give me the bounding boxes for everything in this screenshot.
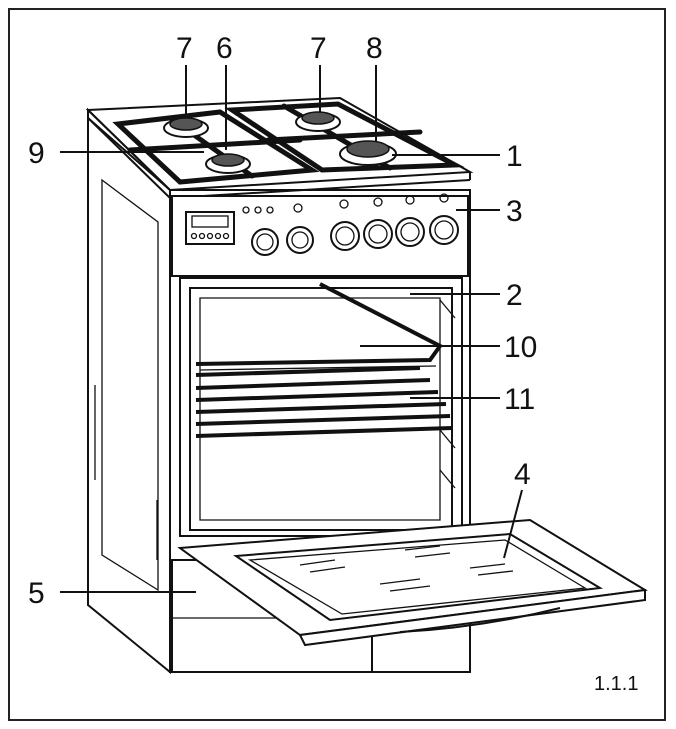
oven-cavity: [189, 287, 453, 531]
burner-semi-rapid-front-left: [205, 153, 251, 174]
callout-4: 4: [514, 458, 531, 491]
callout-2: 2: [506, 279, 523, 312]
glass-reflections: [299, 545, 514, 592]
side-panel-recess: [101, 178, 159, 592]
figure-number: 1.1.1: [594, 673, 638, 695]
control-knobs: [251, 215, 459, 256]
leader-lines: [60, 65, 523, 593]
callout-11: 11: [504, 383, 535, 416]
burner-auxiliary-right: [295, 111, 341, 132]
wire-shelf: [195, 366, 453, 438]
burner-rapid: [339, 140, 397, 166]
baking-tray: [195, 282, 443, 366]
callout-7-left: 7: [176, 32, 193, 65]
callout-8: 8: [366, 32, 383, 65]
door-glass-frame: [233, 532, 604, 622]
callout-1: 1: [506, 140, 523, 173]
callout-5: 5: [28, 577, 45, 610]
callout-9: 9: [28, 137, 45, 170]
indicator-lights: [242, 193, 449, 214]
callout-6: 6: [216, 32, 233, 65]
callout-3: 3: [506, 195, 523, 228]
callout-7-right: 7: [310, 32, 327, 65]
burner-auxiliary-left: [163, 117, 209, 138]
clock-buttons: [190, 232, 230, 240]
door-glass: [247, 539, 587, 615]
callout-10: 10: [504, 331, 537, 364]
door-handle: [399, 607, 561, 633]
figure-frame: [8, 8, 666, 721]
clock-display: [185, 211, 235, 245]
